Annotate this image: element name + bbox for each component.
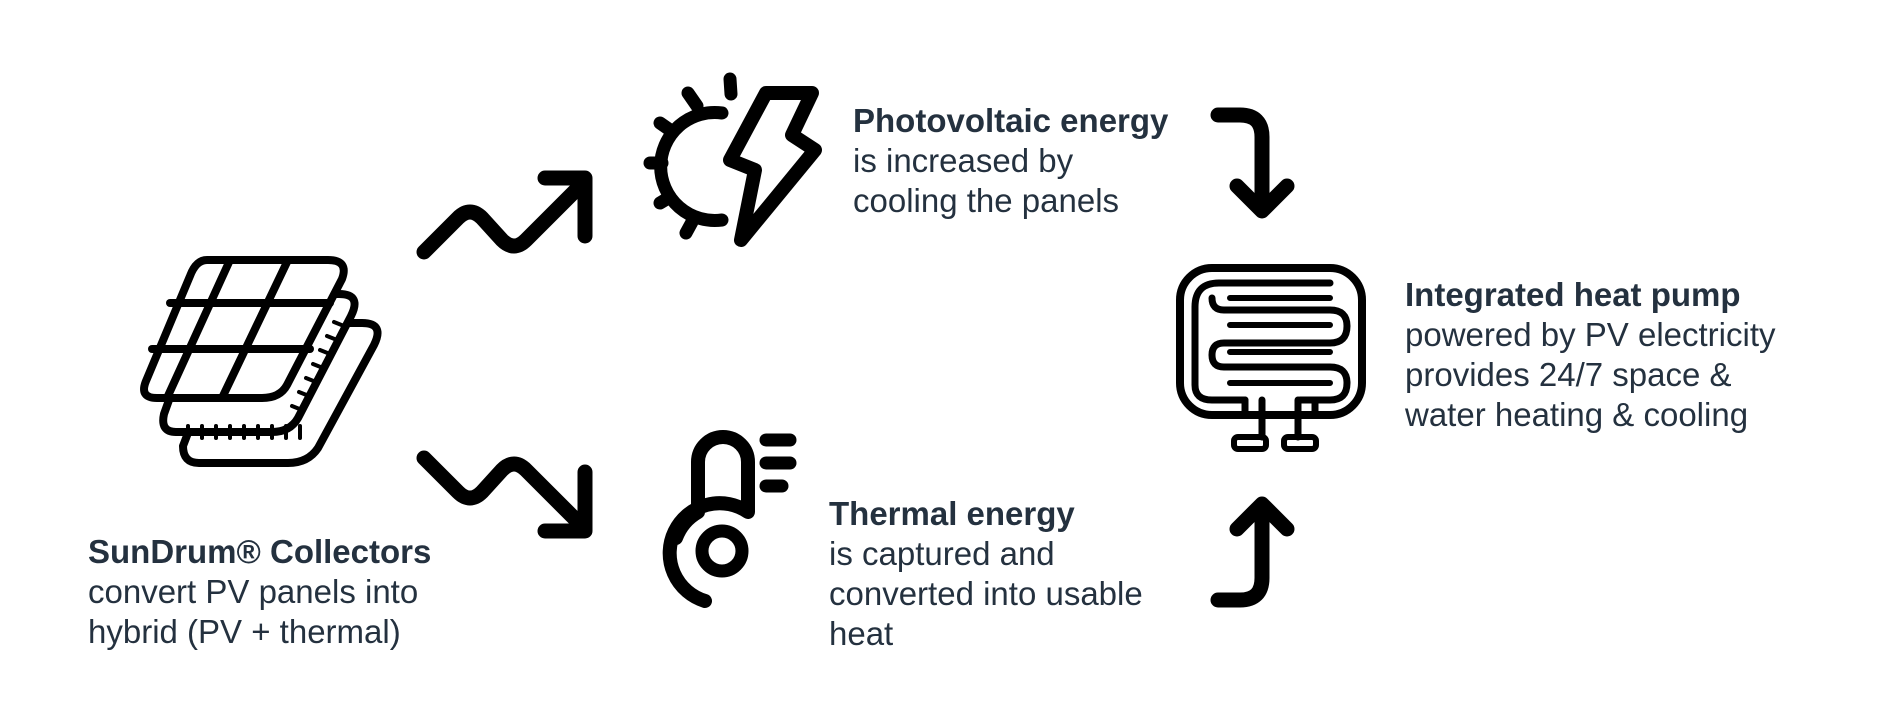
heat-pump-title: Integrated heat pump: [1405, 276, 1741, 313]
collectors-text-line-2: hybrid (PV + thermal): [88, 613, 401, 650]
arrow-up-icon: [1210, 496, 1295, 608]
trend-up-arrow-icon: [416, 170, 593, 260]
arrow-down-icon: [1210, 107, 1295, 219]
thermal-text-line-3: heat: [829, 615, 894, 652]
trend-down-arrow-icon: [416, 450, 593, 539]
thermal-text-line-2: converted into usable: [829, 575, 1143, 612]
heat-pump-caption: Integrated heat pump powered by PV elect…: [1405, 275, 1865, 435]
solar-panel-stack-icon: [140, 256, 382, 467]
collectors-caption: SunDrum® Collectors convert PV panels in…: [88, 532, 548, 652]
thermal-caption: Thermal energy is captured and converted…: [829, 494, 1289, 654]
collectors-text-line-1: convert PV panels into: [88, 573, 419, 610]
photovoltaic-text-line-2: cooling the panels: [853, 182, 1120, 219]
thermometer-icon: [662, 430, 797, 608]
photovoltaic-text-line-1: is increased by: [853, 142, 1074, 179]
heat-pump-text-line-3: water heating & cooling: [1405, 396, 1749, 433]
heat-exchanger-coil-icon: [1176, 264, 1366, 452]
thermal-title: Thermal energy: [829, 495, 1075, 532]
photovoltaic-title: Photovoltaic energy: [853, 102, 1169, 139]
heat-pump-text-line-2: provides 24/7 space &: [1405, 356, 1732, 393]
sun-bolt-icon: [643, 72, 822, 247]
heat-pump-text-line-1: powered by PV electricity: [1405, 316, 1776, 353]
collectors-title: SunDrum® Collectors: [88, 533, 432, 570]
thermal-text-line-1: is captured and: [829, 535, 1055, 572]
photovoltaic-caption: Photovoltaic energy is increased by cool…: [853, 101, 1313, 221]
